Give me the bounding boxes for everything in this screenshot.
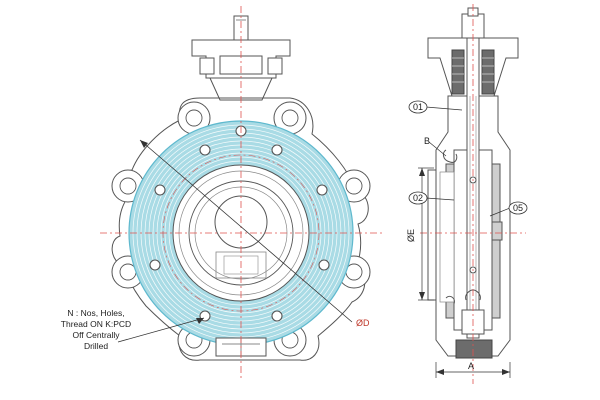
lug-hole: [281, 109, 299, 127]
packing: [451, 49, 495, 95]
arrow-head: [196, 318, 204, 324]
arrow-head: [140, 140, 148, 148]
part-01-label: 01: [413, 102, 423, 112]
balloon-05: [508, 201, 528, 215]
dimensions: [418, 167, 511, 378]
disc-holes: [149, 125, 330, 322]
note-block: N : Nos, Holes, Thread ON K:PCD Off Cent…: [61, 308, 131, 351]
detail-b-label: B: [424, 136, 430, 146]
note-line-4: Drilled: [84, 341, 108, 351]
note-line-1: N : Nos, Holes,: [67, 308, 124, 318]
leaders: [425, 106, 511, 217]
detail-b-feature: [442, 149, 458, 163]
part-02-label: 02: [413, 193, 423, 203]
disc-hole: [271, 310, 283, 322]
note-line-2: Thread ON K:PCD: [61, 319, 131, 329]
side-flange-left: [427, 169, 437, 301]
balloon-01: [408, 100, 428, 114]
callout-balloons: [408, 100, 528, 215]
side-centerlines: [420, 4, 526, 384]
balloon-02: [408, 191, 428, 205]
lug-bolt-holes: [119, 109, 363, 349]
disc-hole: [318, 259, 330, 271]
disc-hole: [149, 259, 161, 271]
part-05-label: 05: [513, 203, 523, 213]
front-view: ØD: [100, 6, 385, 378]
side-view: [408, 4, 528, 384]
dim-e-label: ØE: [406, 229, 416, 242]
disc-hole: [199, 144, 211, 156]
disc-hole: [154, 184, 166, 196]
lug-hole: [345, 177, 363, 195]
note-line-3: Off Centrally: [72, 330, 120, 340]
dim-d-label: ØD: [356, 318, 370, 328]
top-flange: [191, 15, 291, 101]
key: [491, 221, 503, 241]
dim-a-label: A: [468, 361, 474, 371]
disc-hole: [271, 144, 283, 156]
lug-hole: [119, 177, 137, 195]
bottom-cap: [455, 339, 493, 359]
note-leader: [117, 317, 205, 343]
dim-d-leader: [139, 139, 353, 323]
front-centerlines: [100, 6, 385, 378]
lug-hole: [185, 109, 203, 127]
disc-hole: [316, 184, 328, 196]
